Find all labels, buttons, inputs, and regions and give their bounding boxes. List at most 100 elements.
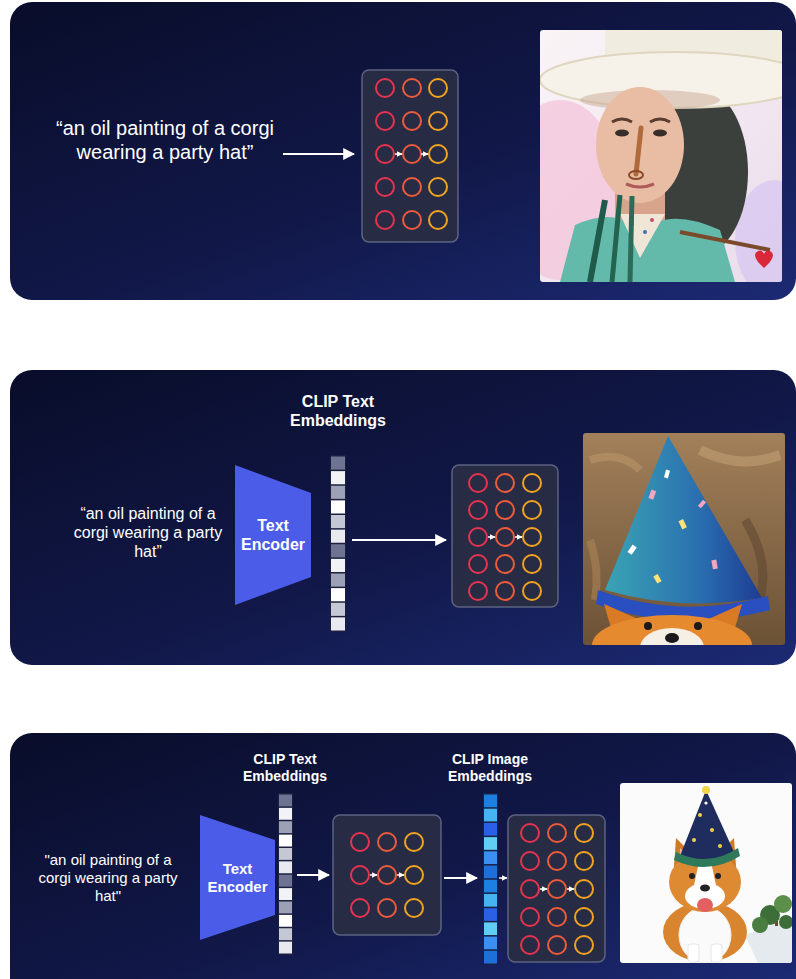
corgi-render [680, 790, 734, 860]
photo-illustration [650, 218, 654, 222]
text-encoder-block: Text Encoder [200, 815, 275, 940]
embedding-bar [330, 455, 346, 632]
prompt-text: “an oil painting of a corgi wearing a pa… [50, 116, 280, 164]
pipeline-panel: "an oil painting of a corgi wearing a pa… [10, 733, 796, 979]
embedding-cell [484, 809, 497, 822]
corgi-render [679, 848, 692, 870]
embedding-vector: CLIP Image Embeddings [440, 751, 540, 965]
corgi-painting [596, 590, 770, 621]
embedding-vector: CLIP Text Embeddings [235, 751, 335, 955]
embedding-bar [483, 793, 498, 965]
photo-illustration [629, 171, 643, 179]
embedding-cell [484, 937, 497, 950]
embedding-cell [279, 808, 292, 820]
encoder-shape [200, 815, 275, 940]
corgi-render [775, 912, 778, 926]
corgi-render [710, 828, 714, 832]
corgi-painting [592, 615, 752, 645]
corgi-render [663, 902, 747, 962]
neural-network-icon [403, 79, 421, 229]
corgi-painting [583, 433, 785, 645]
embedding-heading: CLIP Image Embeddings [440, 751, 540, 785]
prompt-text: "an oil painting of a corgi wearing a pa… [28, 851, 188, 905]
corgi-painting [604, 604, 645, 645]
embedding-cell [279, 835, 292, 847]
corgi-render [688, 944, 699, 962]
neural-network-icon [540, 888, 547, 890]
corgi-painting [590, 457, 640, 470]
neural-network-icon [496, 474, 514, 600]
embedding-bar [483, 793, 498, 965]
photo-illustration [605, 30, 782, 75]
embedding-cell [331, 515, 345, 528]
neural-network-icon [395, 153, 402, 155]
embedding-cell [331, 588, 345, 601]
corgi-painting [627, 545, 636, 555]
neural-network-icon [521, 824, 539, 954]
corgi-render [700, 885, 710, 892]
embedding-bar [330, 455, 346, 632]
photo-illustration [656, 90, 748, 254]
photo-illustration [643, 230, 647, 234]
embedding-cell [484, 880, 497, 893]
corgi-render [679, 907, 731, 963]
encoder-label: Text Encoder [239, 516, 307, 554]
embedding-cell [331, 559, 345, 572]
neural-network-icon [575, 824, 593, 954]
photo-illustration [650, 119, 670, 122]
photo-illustration [653, 130, 667, 137]
embedding-cell [484, 823, 497, 836]
flow-arrow [297, 874, 329, 876]
embedding-cell [484, 908, 497, 921]
embedding-cell [279, 795, 292, 807]
pipeline-panel: “an oil painting of a corgi wearing a pa… [10, 370, 796, 665]
corgi-render [685, 883, 725, 909]
corgi-painting [590, 540, 597, 600]
corgi-render [760, 905, 780, 925]
corgi-painting [702, 604, 742, 645]
corgi-render [718, 848, 731, 870]
neural-network-icon [429, 79, 447, 229]
neural-network-icon [515, 536, 522, 538]
photo-illustration [540, 52, 782, 108]
flow-arrow [352, 539, 446, 541]
photo-illustration [615, 190, 665, 230]
embedding-cell [279, 915, 292, 927]
embedding-cell [331, 486, 345, 499]
embedding-bar [278, 793, 293, 955]
flow-arrow [499, 877, 507, 879]
neural-network-icon [362, 70, 458, 242]
corgi-painting [640, 628, 704, 645]
corgi-render [702, 786, 710, 794]
neural-network-icon [333, 815, 441, 935]
embedding-cell [331, 603, 345, 616]
embedding-bar [278, 793, 293, 955]
neural-network-icon [548, 824, 566, 954]
neural-network-icon [397, 874, 404, 876]
corgi-render [715, 873, 721, 879]
embedding-cell [484, 922, 497, 935]
corgi-painting [698, 500, 706, 509]
embedding-cell [331, 457, 345, 470]
photo-illustration [680, 232, 770, 250]
flow-arrow [283, 153, 354, 155]
neural-network-icon [351, 833, 369, 917]
photo-illustration [612, 119, 632, 122]
embedding-cell [279, 875, 292, 887]
neural-network-icon [333, 815, 441, 935]
encoder-shape [235, 465, 311, 605]
corgi-painting [648, 490, 656, 500]
neural-network-icon [452, 465, 558, 607]
neural-network-icon [370, 874, 377, 876]
embedding-cell [484, 837, 497, 850]
corgi-painting [605, 436, 762, 603]
photo-illustration [540, 30, 782, 282]
embedding-cell [331, 617, 345, 630]
neural-network-icon [567, 888, 574, 890]
corgi-render [669, 852, 741, 912]
embedding-cell [484, 795, 497, 808]
neural-network-icon [362, 70, 458, 242]
photo-illustration [540, 100, 620, 280]
neural-network-icon [469, 474, 487, 600]
embedding-cell [484, 866, 497, 879]
